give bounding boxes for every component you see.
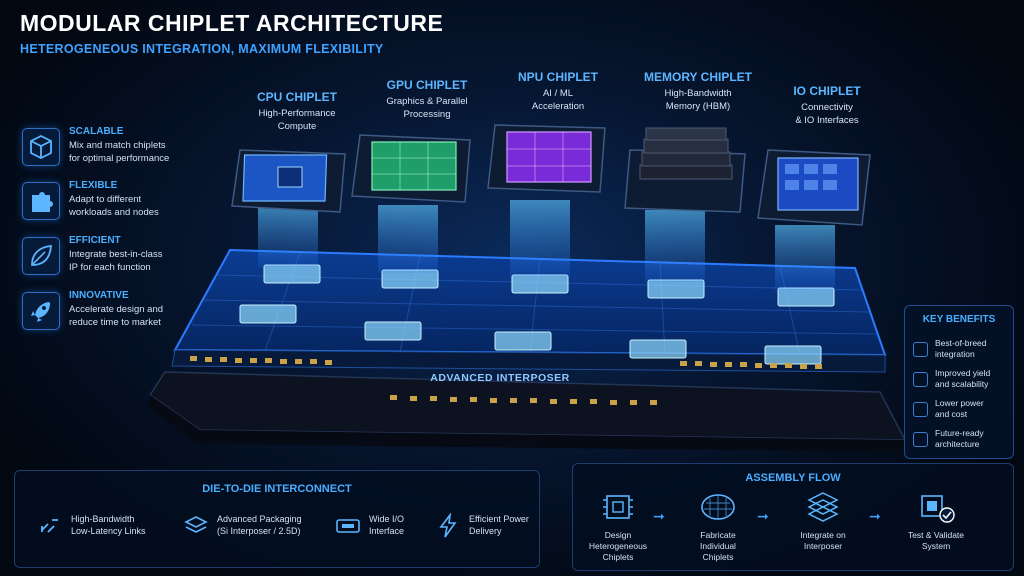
memory-chiplet <box>624 127 746 213</box>
io-chiplet-label: IO CHIPLET Connectivity& IO Interfaces <box>752 84 902 127</box>
interconnect-title: DIE-TO-DIE INTERCONNECT <box>202 483 352 495</box>
settings-icon <box>913 432 928 447</box>
npu-chiplet-title: NPU CHIPLET <box>517 70 598 84</box>
interposer-board <box>171 248 887 405</box>
interposer-label: ADVANCED INTERPOSER <box>430 372 570 384</box>
layers-icon <box>183 513 209 539</box>
flow-arrow-icon: ➞ <box>757 508 769 524</box>
io-chiplet <box>757 149 871 226</box>
flow-arrow-icon: ➞ <box>869 508 881 524</box>
key-benefits-title: KEY BENEFITS <box>922 314 996 325</box>
expand-icon <box>913 372 928 387</box>
feature-title: EFFICIENT <box>69 235 121 246</box>
stack-icon <box>803 490 843 526</box>
cpu-chiplet-title: CPU CHIPLET <box>256 90 337 104</box>
gear-icon <box>913 342 928 357</box>
gpu-chiplet-title: GPU CHIPLET <box>386 78 468 92</box>
page-title: MODULAR CHIPLET ARCHITECTURE <box>20 10 444 36</box>
leaf-icon <box>22 237 60 275</box>
memory-chiplet-title: MEMORY CHIPLET <box>643 70 752 84</box>
light-beams <box>258 200 835 290</box>
feature-title: INNOVATIVE <box>69 290 129 301</box>
connection-pads <box>239 264 835 365</box>
lightning-icon <box>435 512 461 539</box>
assembly-flow-title: ASSEMBLY FLOW <box>745 472 841 484</box>
npu-chiplet <box>487 124 606 193</box>
package-substrate <box>148 371 907 452</box>
io-port-icon <box>335 513 361 539</box>
gold-contacts <box>190 356 822 405</box>
chip-design-icon <box>598 490 638 526</box>
feature-title: SCALABLE <box>69 126 124 137</box>
gpu-chiplet <box>351 134 471 203</box>
page-subtitle: HETEROGENEOUS INTEGRATION, MAXIMUM FLEXI… <box>20 42 384 56</box>
cpu-chiplet <box>231 149 346 213</box>
io-chiplet-title: IO CHIPLET <box>793 84 861 98</box>
chip-check-icon <box>916 490 956 526</box>
cube-icon <box>22 128 60 166</box>
puzzle-icon <box>22 182 60 220</box>
link-icon <box>37 513 63 539</box>
rocket-icon <box>22 292 60 330</box>
flow-arrow-icon: ➞ <box>653 508 665 524</box>
feature-title: FLEXIBLE <box>69 180 118 191</box>
io-chiplet-desc: Connectivity& IO Interfaces <box>795 102 859 126</box>
wafer-icon <box>698 490 738 526</box>
energy-icon <box>913 402 928 417</box>
